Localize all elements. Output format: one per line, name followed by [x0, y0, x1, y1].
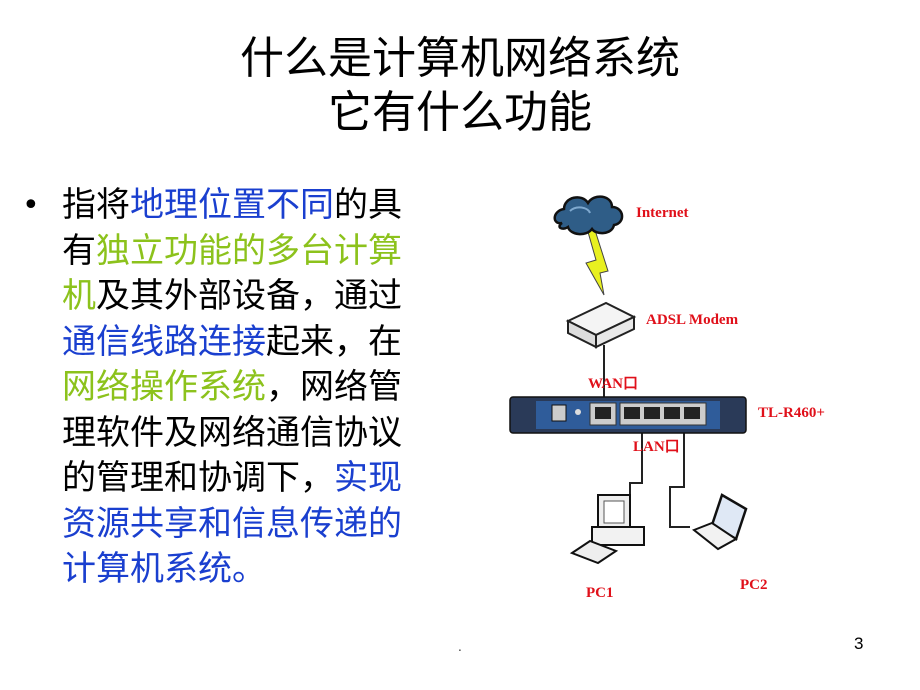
- text-segment: 通信线路连接: [62, 321, 266, 362]
- body-line: 理软件及网络通信协议: [62, 411, 482, 457]
- text-segment: 机: [62, 276, 96, 316]
- bullet-text: 指将地理位置不同的具有独立功能的多台计算机及其外部设备，通过通信线路连接起来，在…: [62, 183, 482, 593]
- wan-label: WAN口: [588, 376, 639, 392]
- text-segment: 起来，在: [266, 321, 402, 362]
- body-line: 网络操作系统，网络管: [62, 365, 482, 411]
- pc1-label: PC1: [586, 585, 614, 601]
- network-diagram: Internet ADSL Modem WAN口 TL-R460+ LAN口 P…: [500, 185, 860, 610]
- desktop-pc-icon: [569, 494, 645, 565]
- body-line: 机及其外部设备，通过: [62, 274, 482, 320]
- body-line: 计算机系统。: [62, 547, 482, 593]
- slide-title: 什么是计算机网络系统 它有什么功能: [0, 32, 920, 140]
- text-segment: 有: [62, 230, 96, 271]
- text-segment: 计算机系统。: [62, 549, 266, 589]
- text-segment: 理软件及网络通信协议: [62, 412, 402, 453]
- network-topology-icon: [509, 195, 748, 565]
- body-line: 有独立功能的多台计算: [62, 229, 482, 275]
- title-line-2: 它有什么功能: [328, 87, 592, 138]
- body-line: 指将地理位置不同的具: [62, 183, 482, 229]
- text-segment: 独立功能的多台计算: [96, 230, 402, 271]
- page-number: 3: [854, 634, 864, 653]
- footer-text: .: [458, 640, 462, 654]
- lan-label: LAN口: [633, 439, 680, 455]
- router-label: TL-R460+: [758, 405, 825, 421]
- router-icon: [509, 396, 747, 434]
- body-line: 通信线路连接起来，在: [62, 320, 482, 366]
- bullet-icon: •: [22, 188, 40, 223]
- text-segment: 实现: [334, 458, 402, 498]
- modem-label: ADSL Modem: [646, 312, 739, 328]
- cloud-icon: [553, 195, 624, 236]
- lightning-icon: [585, 224, 609, 296]
- text-segment: 地理位置不同: [130, 185, 334, 225]
- text-segment: 及其外部设备，通过: [96, 276, 402, 316]
- text-segment: 的具: [334, 185, 402, 225]
- laptop-icon: [692, 493, 748, 551]
- title-line-1: 什么是计算机网络系统: [240, 33, 680, 84]
- text-segment: 的管理和协调下，: [62, 458, 334, 498]
- body-line: 的管理和协调下，实现: [62, 456, 482, 502]
- text-segment: 指将: [62, 185, 130, 225]
- text-segment: 资源共享和信息传递的: [62, 503, 402, 544]
- body-line: 资源共享和信息传递的: [62, 502, 482, 548]
- text-segment: 网络操作系统: [62, 367, 266, 407]
- text-segment: ，网络管: [266, 367, 402, 407]
- modem-icon: [565, 301, 637, 349]
- pc2-label: PC2: [740, 577, 768, 593]
- internet-label: Internet: [636, 205, 689, 221]
